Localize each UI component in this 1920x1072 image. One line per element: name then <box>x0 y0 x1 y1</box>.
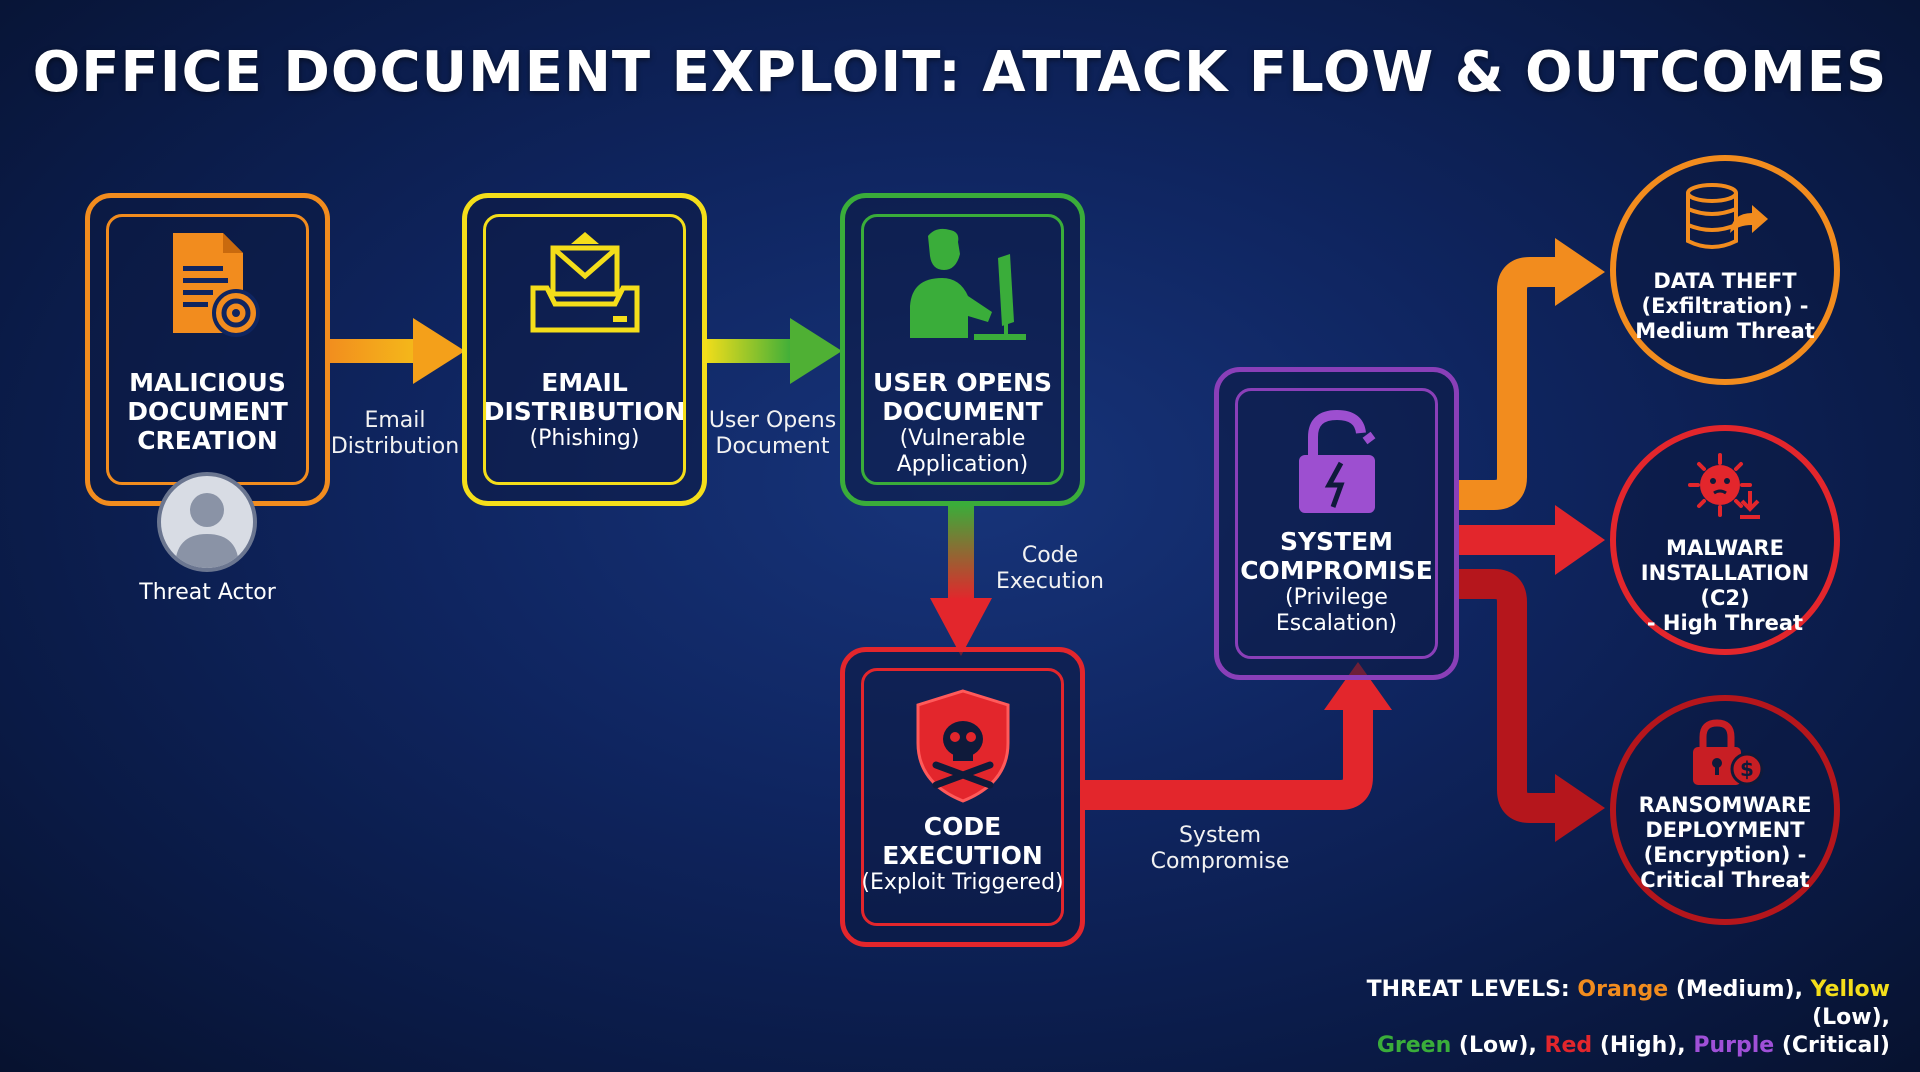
legend-prefix: THREAT LEVELS: <box>1366 977 1570 1002</box>
node-subtitle: (Phishing) <box>529 426 640 451</box>
flow-label-opens: User Opens Document <box>708 408 837 459</box>
arrow-to-ransomware <box>1456 569 1605 842</box>
threat-actor-label: Threat Actor <box>139 580 276 605</box>
node-title: USER OPENS DOCUMENT <box>873 368 1052 426</box>
document-gear-icon <box>172 233 260 337</box>
broken-lock-icon <box>1298 409 1375 513</box>
node-title: SYSTEM COMPROMISE <box>1240 527 1433 585</box>
arrow-creation-to-email <box>325 318 465 384</box>
outcome-data-theft: DATA THEFT (Exfiltration) - Medium Threa… <box>1610 155 1840 385</box>
legend-orange: Orange <box>1577 977 1669 1002</box>
arrow-to-malware <box>1456 505 1605 575</box>
legend-yellow-level: (Low), <box>1812 1005 1890 1030</box>
arrow-execution-to-compromise <box>1082 662 1392 810</box>
envelope-tray-icon <box>530 232 639 333</box>
node-email-distribution: EMAIL DISTRIBUTION (Phishing) <box>462 193 707 506</box>
node-code-execution: CODE EXECUTION (Exploit Triggered) <box>840 647 1085 947</box>
outcome-ransomware: $ RANSOMWARE DEPLOYMENT (Encryption) - C… <box>1610 695 1840 925</box>
page-title: OFFICE DOCUMENT EXPLOIT: ATTACK FLOW & O… <box>32 40 1888 105</box>
database-export-icon <box>1686 183 1768 249</box>
legend-red-level: (High), <box>1599 1033 1686 1058</box>
node-title: CODE EXECUTION <box>882 812 1043 870</box>
node-title: EMAIL DISTRIBUTION <box>483 368 686 426</box>
skull-shield-icon <box>916 689 1009 803</box>
flow-label-email: Email Distribution <box>330 408 460 459</box>
arrow-opens-to-execution <box>930 504 992 656</box>
node-subtitle: (Vulnerable Application) <box>896 426 1029 477</box>
node-title: MALICIOUS DOCUMENT CREATION <box>127 368 288 455</box>
legend-purple: Purple <box>1693 1033 1775 1058</box>
legend-orange-level: (Medium), <box>1675 977 1803 1002</box>
legend-purple-level: (Critical) <box>1781 1033 1890 1058</box>
user-computer-icon <box>909 228 1026 340</box>
legend-yellow: Yellow <box>1810 977 1890 1002</box>
node-document-creation: MALICIOUS DOCUMENT CREATION <box>85 193 330 506</box>
threat-level-legend: THREAT LEVELS: Orange (Medium), Yellow (… <box>1300 976 1890 1060</box>
node-system-compromise: SYSTEM COMPROMISE (Privilege Escalation) <box>1214 367 1459 680</box>
legend-green: Green <box>1376 1033 1452 1058</box>
legend-green-level: (Low), <box>1458 1033 1537 1058</box>
svg-text:$: $ <box>1740 757 1754 781</box>
threat-actor-avatar <box>157 472 257 572</box>
lock-dollar-icon: $ <box>1693 719 1764 786</box>
arrow-to-data-theft <box>1456 238 1605 510</box>
legend-red: Red <box>1544 1033 1593 1058</box>
outcome-text: RANSOMWARE DEPLOYMENT (Encryption) - Cri… <box>1638 793 1812 892</box>
person-avatar-icon <box>175 493 239 568</box>
virus-download-icon <box>1688 453 1760 519</box>
node-subtitle: (Exploit Triggered) <box>861 870 1064 895</box>
outcome-text: MALWARE INSTALLATION (C2) - High Threat <box>1640 536 1810 635</box>
node-subtitle: (Privilege Escalation) <box>1275 585 1398 636</box>
node-user-opens: USER OPENS DOCUMENT (Vulnerable Applicat… <box>840 193 1085 506</box>
flow-label-code: Code Execution <box>996 543 1104 594</box>
flow-label-system: System Compromise <box>1150 823 1290 874</box>
arrow-email-to-opens <box>704 318 842 384</box>
outcome-malware: MALWARE INSTALLATION (C2) - High Threat <box>1610 425 1840 655</box>
outcome-text: DATA THEFT (Exfiltration) - Medium Threa… <box>1635 269 1815 343</box>
